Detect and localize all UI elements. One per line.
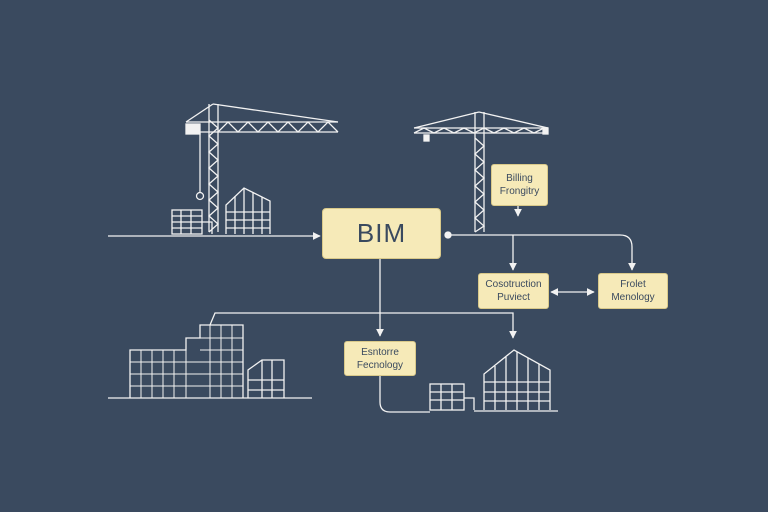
tower-crane-left-icon	[185, 103, 339, 233]
building-strategy-node: Billing Frongitry	[491, 164, 548, 206]
connector-lines	[108, 206, 636, 413]
office-building-left-icon	[108, 324, 312, 399]
small-building-left-icon	[171, 209, 213, 235]
glass-building-left-icon	[225, 187, 271, 234]
project-monology-node: Frolet Menology	[598, 273, 668, 309]
small-building-right-icon	[429, 383, 475, 411]
bim-node: BIM	[322, 208, 441, 259]
tower-crane-right-icon	[413, 111, 549, 233]
estimate-technology-node: Esntorre Fecnology	[344, 341, 416, 376]
construction-project-node: Cosotruction Puviect	[478, 273, 549, 309]
glass-building-right-icon	[474, 349, 558, 412]
